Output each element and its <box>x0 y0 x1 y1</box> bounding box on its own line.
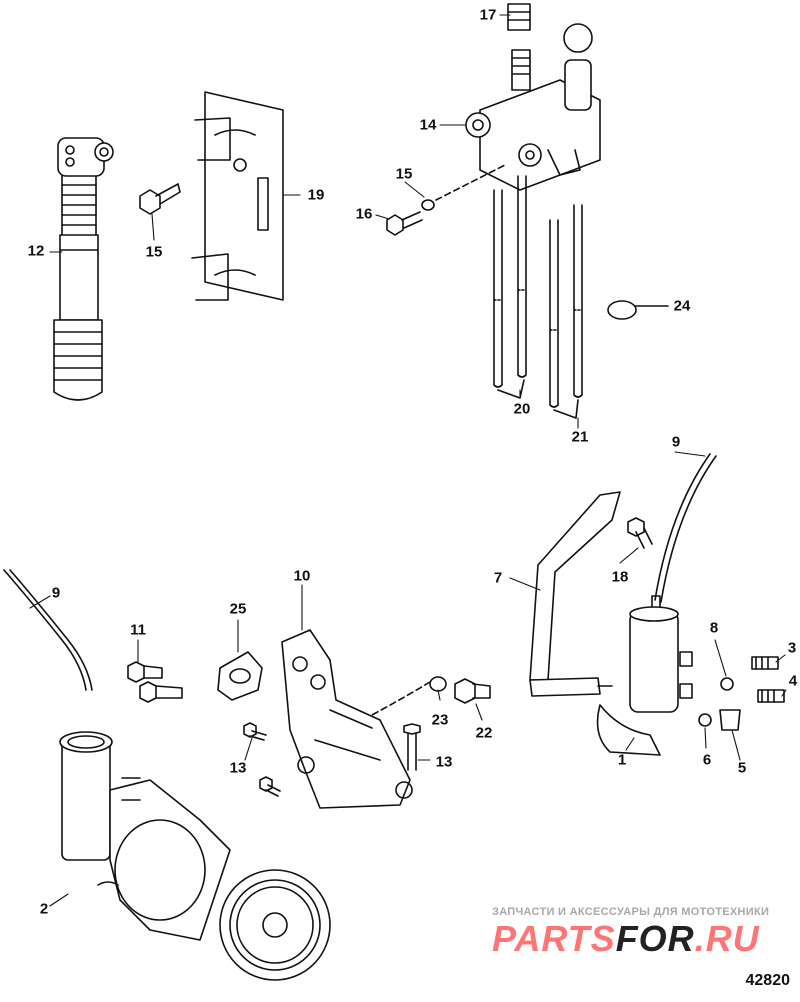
part-25-gasket <box>217 651 263 701</box>
part-19-plate <box>191 91 284 301</box>
callout-18: 18 <box>611 568 629 586</box>
callout-9: 9 <box>51 584 61 602</box>
part-11-bolts <box>127 661 183 703</box>
callout-22: 22 <box>475 724 493 742</box>
part-18-bolt <box>627 517 653 549</box>
callout-14: 14 <box>419 116 437 134</box>
watermark-tagline: ЗАПЧАСТИ И АКСЕССУАРЫ ДЛЯ МОТОТЕХНИКИ <box>492 906 770 918</box>
callout-12: 12 <box>27 242 45 260</box>
callout-2: 2 <box>39 900 49 918</box>
callout-10: 10 <box>293 567 311 585</box>
callout-16: 16 <box>355 205 373 223</box>
leader-lines <box>29 14 787 907</box>
callout-25: 25 <box>229 600 247 618</box>
callout-8: 8 <box>709 619 719 637</box>
callout-6: 6 <box>702 751 712 769</box>
parts-3-4-5-6-8-fittings <box>698 656 785 731</box>
part-2-pump <box>59 731 331 981</box>
part-23-washer-22-bolt <box>369 676 491 717</box>
callout-13: 13 <box>229 759 247 777</box>
watermark-logo-parts: PARTS <box>492 918 616 959</box>
callout-15: 15 <box>145 243 163 261</box>
callout-23: 23 <box>431 711 449 729</box>
callout-7: 7 <box>493 569 503 587</box>
part-12-pipe <box>53 137 114 401</box>
part-9-hose-right <box>654 453 717 603</box>
parts-20-21-tubes <box>493 175 583 419</box>
callout-20: 20 <box>513 400 531 418</box>
diagram-reference-number: 42820 <box>745 972 791 989</box>
callout-19: 19 <box>307 186 325 204</box>
part-14-valve-block <box>465 3 601 191</box>
callout-1: 1 <box>617 751 627 769</box>
callout-3: 3 <box>787 639 797 657</box>
part-10-bracket <box>281 629 413 809</box>
watermark-logo-ru: .RU <box>694 918 760 959</box>
part-15-bolt-left <box>139 183 181 215</box>
callout-5: 5 <box>737 759 747 777</box>
callout-15: 15 <box>395 165 413 183</box>
callout-11: 11 <box>130 621 146 639</box>
watermark-logo: PARTSFOR.RU <box>492 918 760 960</box>
part-1-housing <box>596 595 693 756</box>
part-24-clamp <box>607 300 669 320</box>
part-16-bolt-and-15-washer <box>386 164 506 236</box>
part-9-hose-left <box>3 569 93 691</box>
watermark-logo-for: FOR <box>615 918 695 959</box>
callout-13: 13 <box>435 753 453 771</box>
callout-9: 9 <box>671 433 681 451</box>
parts-13-bolts <box>243 722 421 797</box>
callout-24: 24 <box>673 297 691 315</box>
callout-4: 4 <box>788 672 798 690</box>
callout-17: 17 <box>479 6 497 24</box>
callout-21: 21 <box>571 428 589 446</box>
part-7-bracket <box>529 491 621 697</box>
